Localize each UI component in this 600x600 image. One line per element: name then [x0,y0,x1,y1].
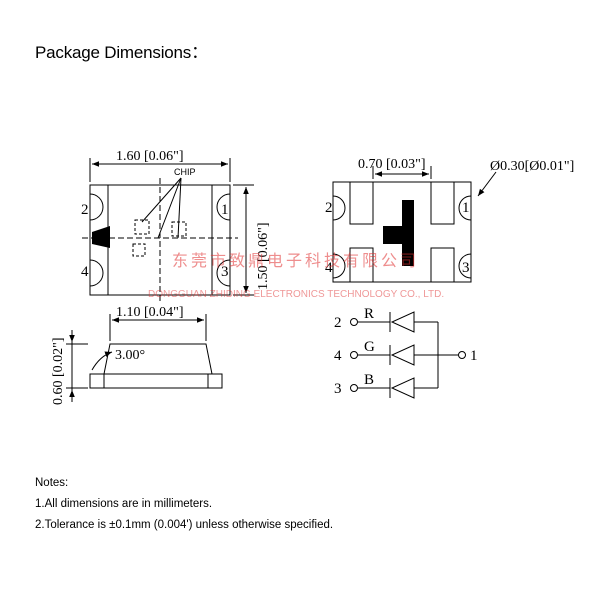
side-view-width-label: 1.10 [0.04"] [116,305,184,320]
pin-node [350,384,358,392]
side-view-dome [103,343,213,375]
channel-label-g: G [364,339,375,355]
watermark-cn: 东莞市致鼎电子科技有限公司 [172,251,419,270]
page-heading: Package Dimensions： [35,43,208,62]
bottom-pin-label: 1 [462,200,470,216]
pad-width-label: 0.70 [0.03"] [358,157,426,172]
diode-b [390,377,415,399]
polarity-mark [383,200,414,266]
channel-label-r: R [364,306,374,322]
chip-label: CHIP [174,167,196,177]
chip-box [134,219,150,235]
bottom-pin-label: 2 [325,200,333,216]
pin-node [350,351,358,359]
top-view-width-label: 1.60 [0.06"] [116,149,184,164]
circuit-pin-label: 4 [334,348,342,364]
top-view-height-label: 1.50 [0.06"] [256,222,271,290]
top-view [82,158,254,302]
bottom-pin-label: 3 [462,260,470,276]
notes-title: Notes: [35,477,69,489]
side-view-base [89,373,223,389]
cathode-mark [92,226,110,248]
pin-node [350,318,358,326]
top-pin-label: 4 [81,264,89,280]
chip-box [132,243,146,257]
circuit-pin-label: 1 [470,348,478,364]
note-item: 1.All dimensions are in millimeters. [35,498,213,510]
bottom-view [332,166,497,283]
bottom-pin-label: 4 [325,260,333,276]
channel-label-b: B [364,372,374,388]
top-pin-label: 3 [221,264,229,280]
circuit-pin-label: 2 [334,315,342,331]
hole-diameter-label: Ø0.30[Ø0.01"] [490,159,574,174]
side-view [66,314,223,402]
side-view-height-label: 0.60 [0.02"] [51,337,66,405]
pin-node [458,351,466,359]
watermark-en: DONGGUAN ZHIDING ELECTRONICS TECHNOLOGY … [148,289,444,300]
bottom-view-body [332,181,472,283]
circuit-schematic [350,311,466,399]
top-pin-label: 2 [81,202,89,218]
angle-label: 3.00° [115,348,145,363]
diode-g [390,344,415,366]
diode-r [390,311,415,333]
note-item: 2.Tolerance is ±0.1mm (0.004') unless ot… [35,519,334,531]
circuit-pin-label: 3 [334,381,342,397]
top-pin-label: 1 [221,202,229,218]
